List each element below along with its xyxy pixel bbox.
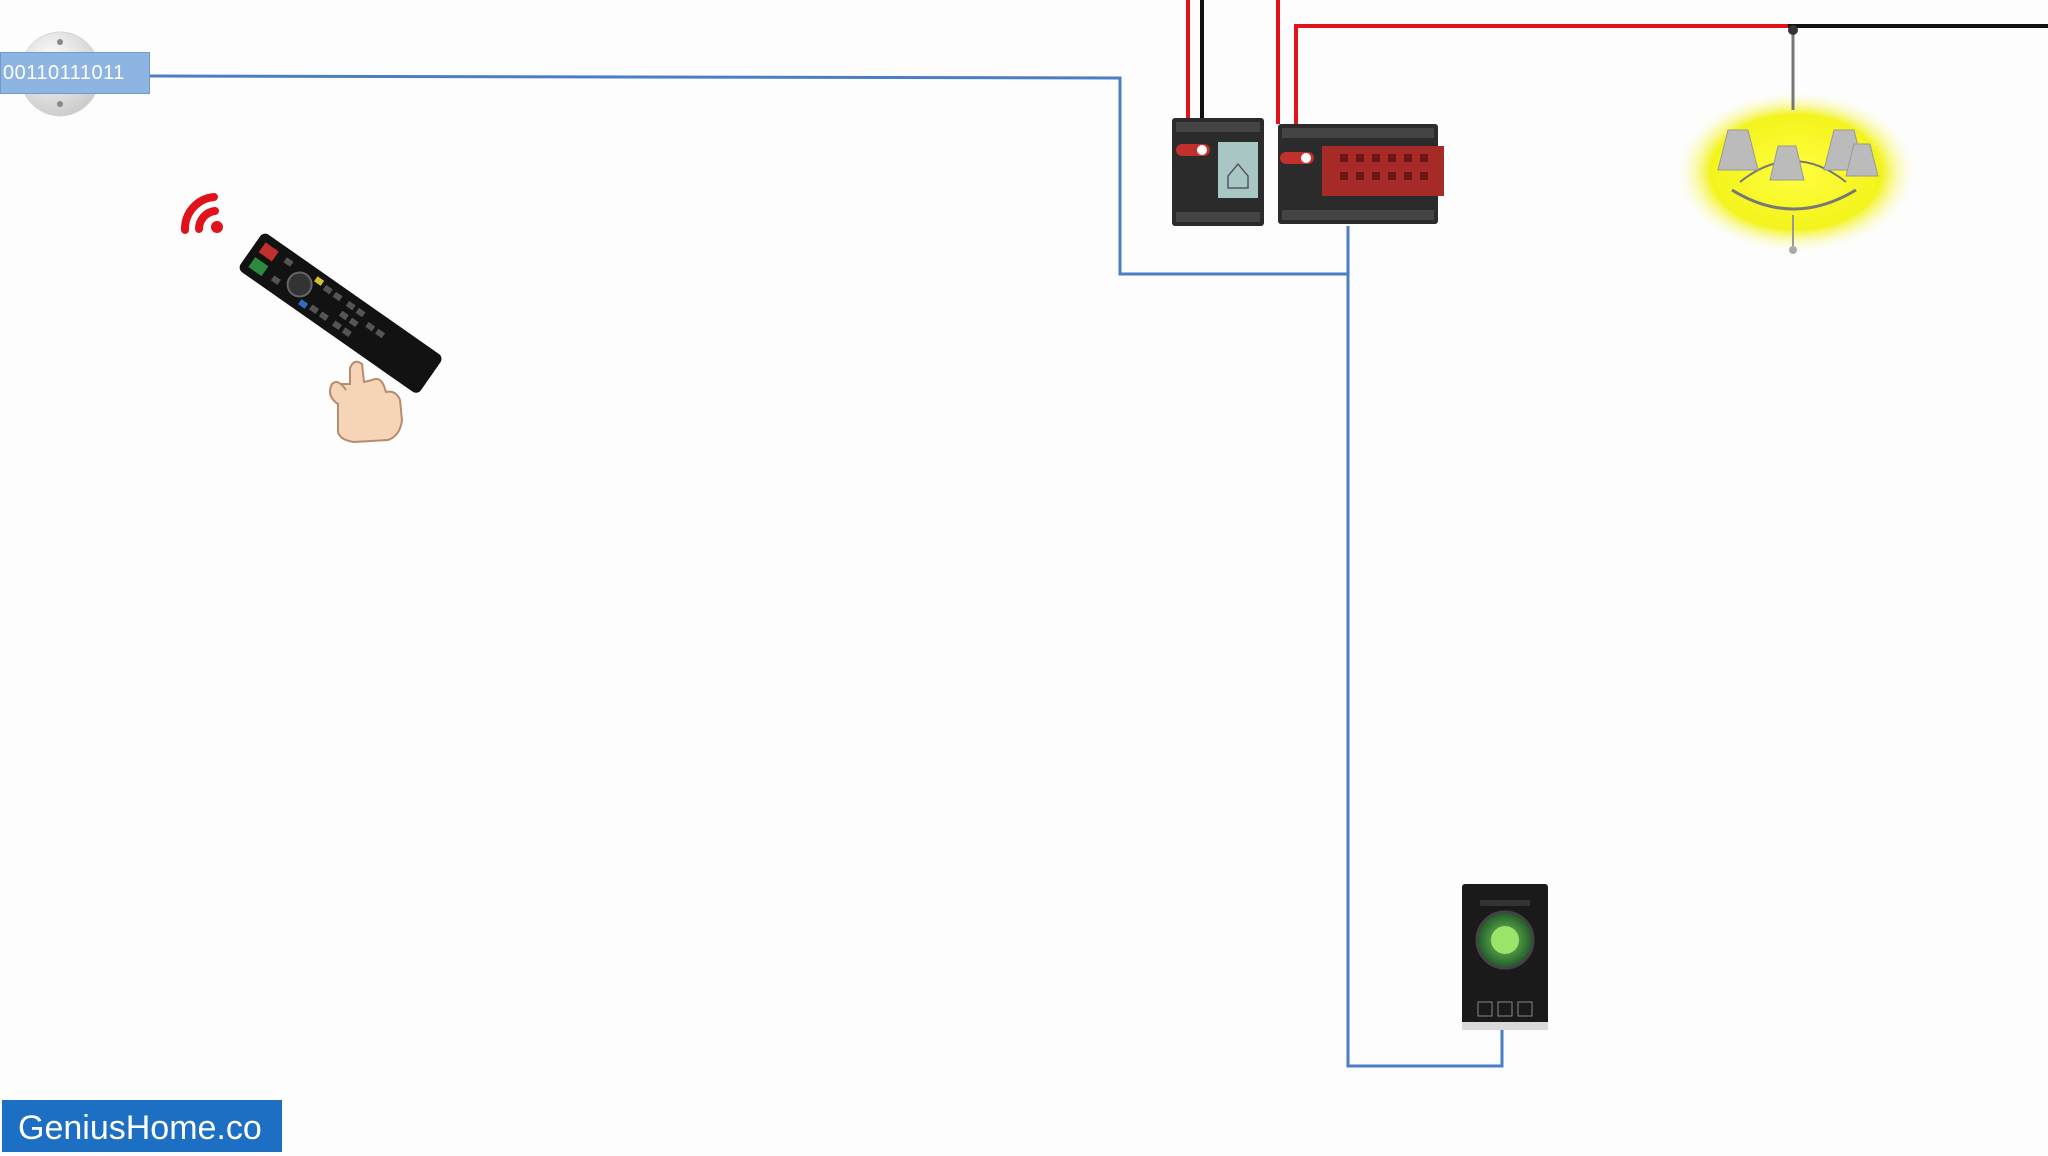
power-wires	[1186, 0, 2048, 124]
hand-icon	[329, 360, 404, 444]
bus-cable	[149, 74, 1504, 1068]
live-wire-chandelier	[1294, 24, 1788, 124]
brand-watermark: GeniusHome.co	[2, 1100, 282, 1152]
bus-line-receiver	[149, 74, 1348, 276]
power-supply-module-icon	[1172, 118, 1264, 226]
touch-panel-icon	[1462, 884, 1548, 1030]
remote-control-icon	[239, 233, 442, 393]
wireless-signal-icon	[181, 193, 223, 234]
bus-line-panel	[1346, 226, 1504, 1068]
binary-code-label: 00110111011	[0, 52, 150, 94]
relay-module-icon	[1278, 124, 1444, 224]
chandelier-icon	[1674, 25, 1918, 254]
